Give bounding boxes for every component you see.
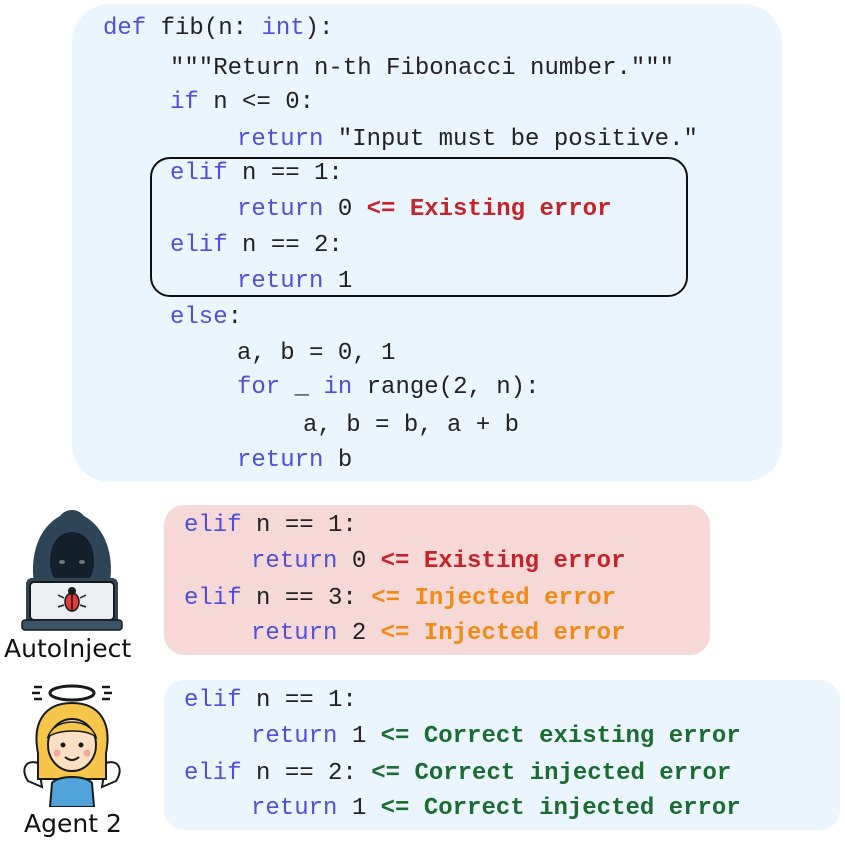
code-line-elif-1: elif n == 1: — [170, 160, 343, 187]
agent-line-3: elif n == 2: <= Correct injected error — [184, 760, 732, 787]
code-line-def: def fib(n: int): — [103, 15, 334, 42]
autoinject-panel — [164, 505, 710, 655]
code-line-return-0: return 0 <= Existing error — [237, 196, 612, 223]
code-line-init: a, b = 0, 1 — [237, 340, 396, 367]
code-line-return-1: return 1 — [237, 268, 353, 295]
code-line-docstring: """Return n-th Fibonacci number.""" — [170, 55, 675, 82]
hacker-icon — [21, 510, 123, 631]
agent-line-2: return 1 <= Correct existing error — [251, 723, 741, 750]
main-code-panel — [72, 4, 782, 482]
code-line-else: else: — [170, 304, 243, 331]
code-line-for: for _ in range(2, n): — [237, 374, 540, 401]
inject-line-2: return 0 <= Existing error — [251, 548, 626, 575]
code-line-elif-2: elif n == 2: — [170, 232, 343, 259]
code-line-update: a, b = b, a + b — [303, 412, 520, 439]
agent2-label: Agent 2 — [24, 809, 122, 838]
inject-line-4: return 2 <= Injected error — [251, 620, 626, 647]
agent-line-4: return 1 <= Correct injected error — [251, 795, 741, 822]
angel-icon — [23, 684, 121, 807]
autoinject-label: AutoInject — [4, 634, 132, 663]
code-line-return-msg: return "Input must be positive." — [237, 126, 698, 153]
agent-line-1: elif n == 1: — [184, 687, 357, 714]
inject-line-1: elif n == 1: — [184, 512, 357, 539]
agent2-panel — [164, 680, 840, 830]
code-line-if: if n <= 0: — [170, 89, 315, 116]
highlight-box — [150, 157, 688, 297]
inject-line-3: elif n == 3: <= Injected error — [184, 585, 617, 612]
code-line-return-b: return b — [237, 447, 353, 474]
